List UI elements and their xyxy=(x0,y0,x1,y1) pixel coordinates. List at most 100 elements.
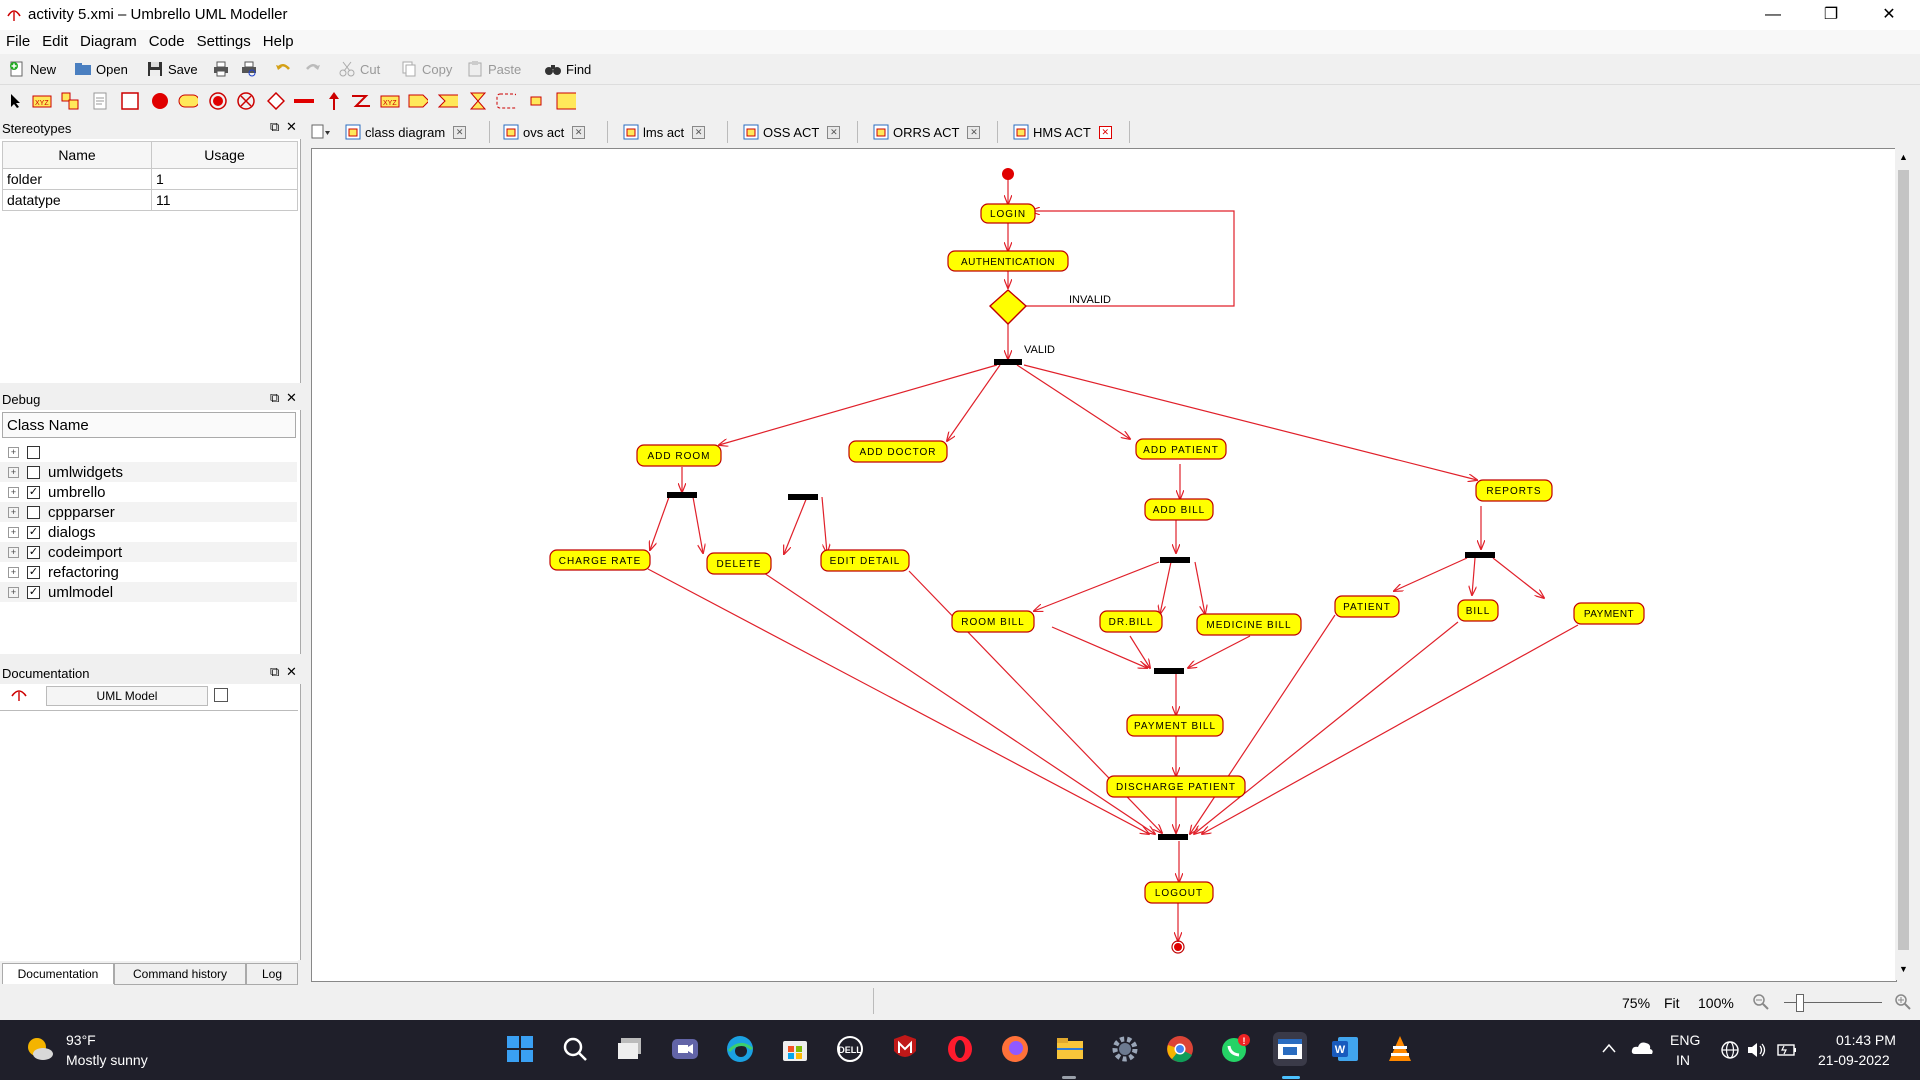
list-item[interactable]: +✓codeimport xyxy=(0,542,297,562)
fork-bar[interactable] xyxy=(788,494,818,500)
menu-settings[interactable]: Settings xyxy=(196,33,251,50)
activity-medicine-bill[interactable]: MEDICINE BILL xyxy=(1196,613,1302,636)
zoom-out-icon[interactable] xyxy=(1752,993,1770,1011)
activity-dr-bill[interactable]: DR.BILL xyxy=(1099,610,1163,633)
close-tab-icon[interactable]: ✕ xyxy=(1098,125,1112,139)
list-item[interactable]: +umlwidgets xyxy=(0,462,297,482)
close-window-button[interactable]: ✕ xyxy=(1882,6,1896,23)
network-globe-icon[interactable] xyxy=(1720,1040,1740,1060)
activity-add-bill[interactable]: ADD BILL xyxy=(1144,498,1214,521)
settings-gear-icon[interactable] xyxy=(1108,1032,1142,1066)
scroll-up-icon[interactable]: ▲ xyxy=(1899,152,1908,162)
tab-ovs-act[interactable]: ovs act✕ xyxy=(503,121,586,143)
list-item[interactable]: +cppparser xyxy=(0,502,297,522)
join-bar[interactable] xyxy=(1158,834,1188,840)
fork-bar[interactable] xyxy=(1160,557,1190,563)
activity-icon[interactable] xyxy=(178,91,198,111)
menu-edit[interactable]: Edit xyxy=(42,33,69,50)
activity-charge-rate[interactable]: CHARGE RATE xyxy=(549,549,651,571)
undo-button[interactable] xyxy=(274,58,296,80)
clock-date[interactable]: 21-09-2022 xyxy=(1818,1052,1890,1068)
activity-add-patient[interactable]: ADD PATIENT xyxy=(1135,438,1227,460)
final-node[interactable] xyxy=(1171,940,1185,954)
activity-patient[interactable]: PATIENT xyxy=(1334,595,1400,618)
menu-file[interactable]: File xyxy=(6,33,31,50)
close-panel-icon[interactable]: ✕ xyxy=(286,119,297,134)
scroll-thumb[interactable] xyxy=(1898,170,1909,950)
activity-authentication[interactable]: AUTHENTICATION xyxy=(947,250,1069,272)
fork-join-icon[interactable] xyxy=(294,91,314,111)
redo-button[interactable] xyxy=(304,58,326,80)
restore-button[interactable]: ❐ xyxy=(1823,6,1839,23)
scroll-down-icon[interactable]: ▼ xyxy=(1899,964,1908,974)
teams-chat-icon[interactable] xyxy=(668,1032,702,1066)
find-button[interactable]: Find xyxy=(544,58,591,80)
partition-icon[interactable] xyxy=(556,91,576,111)
text-line-icon[interactable] xyxy=(90,91,110,111)
language-indicator[interactable]: ENG xyxy=(1670,1032,1701,1048)
decision-node[interactable] xyxy=(988,289,1028,325)
volume-icon[interactable] xyxy=(1746,1040,1768,1060)
menu-diagram[interactable]: Diagram xyxy=(80,33,137,50)
close-tab-icon[interactable]: ✕ xyxy=(572,125,586,139)
note-xyz-icon[interactable]: XYZ xyxy=(32,91,52,111)
file-explorer-icon[interactable] xyxy=(1053,1032,1087,1066)
column-header-name[interactable]: Name xyxy=(2,141,152,169)
close-tab-icon[interactable]: ✕ xyxy=(692,125,706,139)
close-panel-icon[interactable]: ✕ xyxy=(286,664,297,679)
task-view-icon[interactable] xyxy=(613,1032,647,1066)
tab-hms-act[interactable]: HMS ACT✕ xyxy=(1013,121,1112,143)
umbrello-taskbar-icon[interactable] xyxy=(1273,1032,1307,1066)
list-item[interactable]: +✓umlmodel xyxy=(0,582,297,602)
vertical-scrollbar[interactable]: ▲ ▼ xyxy=(1895,148,1912,980)
activity-payment[interactable]: PAYMENT xyxy=(1573,602,1645,625)
chevron-up-icon[interactable] xyxy=(1600,1040,1618,1058)
new-diagram-menu-button[interactable] xyxy=(311,121,331,143)
expand-icon[interactable]: + xyxy=(8,466,19,478)
battery-icon[interactable] xyxy=(1776,1040,1798,1060)
send-signal-icon[interactable] xyxy=(408,91,428,111)
search-icon[interactable] xyxy=(558,1032,592,1066)
pin-icon[interactable] xyxy=(526,91,546,111)
list-item[interactable]: +✓refactoring xyxy=(0,562,297,582)
activity-edit-detail[interactable]: EDIT DETAIL xyxy=(820,549,910,572)
cut-button[interactable]: Cut xyxy=(338,58,380,80)
table-row[interactable]: folder 1 xyxy=(2,168,298,190)
table-row[interactable]: datatype 11 xyxy=(2,189,298,211)
initial-node[interactable] xyxy=(1002,168,1014,180)
new-button[interactable]: New xyxy=(8,58,56,80)
expand-icon[interactable]: + xyxy=(8,546,19,558)
whatsapp-icon[interactable]: ! xyxy=(1218,1032,1252,1066)
region-indicator[interactable]: IN xyxy=(1676,1052,1690,1068)
float-panel-icon[interactable]: ⧉ xyxy=(270,390,280,405)
select-arrow-icon[interactable] xyxy=(6,91,26,111)
documentation-checkbox[interactable] xyxy=(214,688,228,702)
transition-arrow-icon[interactable] xyxy=(324,91,344,111)
column-header-class-name[interactable]: Class Name xyxy=(2,412,296,438)
tab-log[interactable]: Log xyxy=(246,963,298,985)
tab-class-diagram[interactable]: class diagram✕ xyxy=(345,121,467,143)
zoom-100-button[interactable]: 100% xyxy=(1698,995,1734,1011)
float-panel-icon[interactable]: ⧉ xyxy=(270,664,280,679)
diagram-canvas[interactable]: INVALID VALID LOGIN AUTHENTICATION ADD R… xyxy=(311,148,1897,982)
chrome-browser-icon[interactable] xyxy=(1163,1032,1197,1066)
anchor-icon[interactable] xyxy=(60,91,80,111)
close-panel-icon[interactable]: ✕ xyxy=(286,390,297,405)
decision-branch-icon[interactable] xyxy=(266,91,286,111)
list-item[interactable]: +✓dialogs xyxy=(0,522,297,542)
flow-final-icon[interactable] xyxy=(236,91,256,111)
activity-logout[interactable]: LOGOUT xyxy=(1144,881,1214,904)
word-icon[interactable]: W xyxy=(1328,1032,1362,1066)
onedrive-cloud-icon[interactable] xyxy=(1630,1038,1654,1058)
activity-add-doctor[interactable]: ADD DOCTOR xyxy=(848,440,948,463)
zoom-slider-handle[interactable] xyxy=(1796,994,1804,1012)
activity-bill[interactable]: BILL xyxy=(1457,599,1499,622)
zoom-slider[interactable] xyxy=(1780,992,1886,1012)
checkbox-checked[interactable]: ✓ xyxy=(27,565,40,579)
activity-add-room[interactable]: ADD ROOM xyxy=(636,444,722,467)
expand-icon[interactable]: + xyxy=(8,566,19,578)
print-preview-button[interactable] xyxy=(240,58,262,80)
region-icon[interactable] xyxy=(496,91,516,111)
join-bar[interactable] xyxy=(1154,668,1184,674)
close-tab-icon[interactable]: ✕ xyxy=(827,125,841,139)
